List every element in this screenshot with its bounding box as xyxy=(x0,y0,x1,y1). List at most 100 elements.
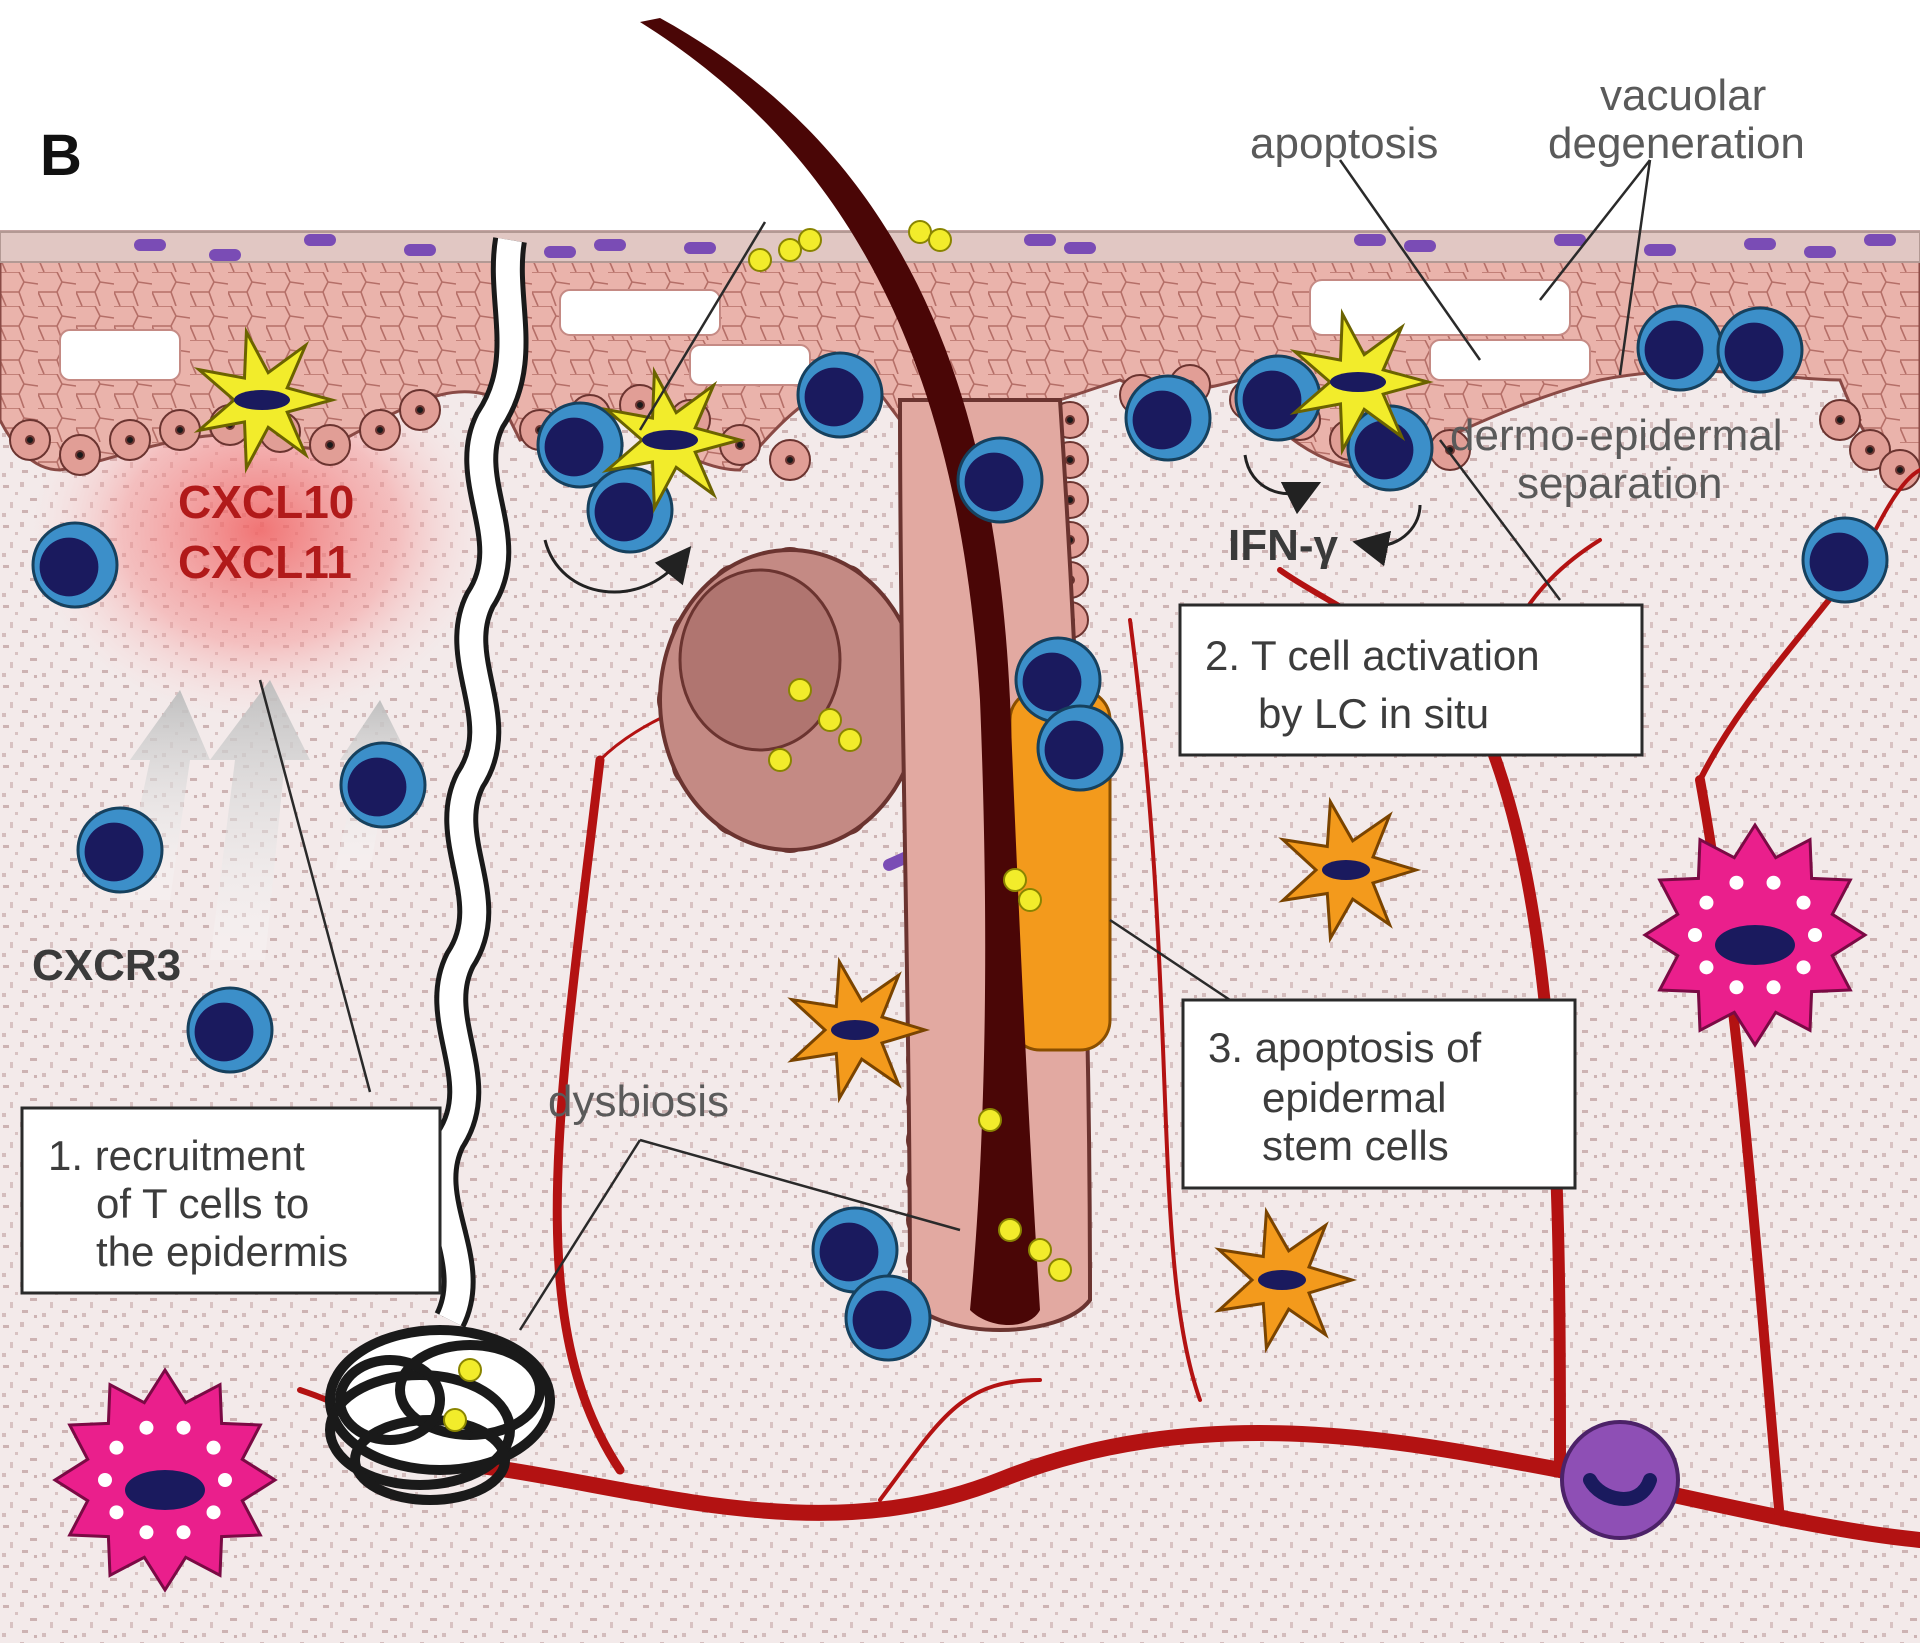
apoptotic-body xyxy=(443,1408,467,1432)
apoptotic-body xyxy=(768,748,792,772)
t-cell-nucleus xyxy=(1132,390,1192,450)
bacterium xyxy=(594,239,626,251)
mast-granule xyxy=(139,1420,154,1435)
mast-granule xyxy=(1688,928,1702,942)
basal-nucleus xyxy=(1865,445,1875,455)
sebaceous-gland xyxy=(658,548,922,852)
bacterium xyxy=(684,242,716,254)
mast-granule xyxy=(1699,960,1714,975)
mast-granule xyxy=(206,1440,221,1455)
t-cell-nucleus xyxy=(1724,322,1784,382)
dendritic-nucleus xyxy=(1258,1270,1306,1290)
mast-granule xyxy=(1729,875,1744,890)
bacterium xyxy=(1064,242,1096,254)
t-cell-nucleus xyxy=(347,757,407,817)
step-1-box: 1. recruitment of T cells to the epiderm… xyxy=(20,1106,442,1295)
label-cxcr3: CXCR3 xyxy=(32,941,181,990)
t-cell-nucleus xyxy=(1644,320,1704,380)
t-cell-nucleus xyxy=(964,452,1024,512)
t-cell-nucleus xyxy=(819,1222,879,1282)
apoptotic-body xyxy=(798,228,822,252)
mast-granule xyxy=(1766,875,1781,890)
label-ifn-gamma: IFN-γ xyxy=(1228,521,1339,570)
t-cells xyxy=(31,304,1889,1362)
bacterium xyxy=(304,234,336,246)
langerhans-nucleus xyxy=(642,430,698,450)
dendritic-nucleus xyxy=(1322,860,1370,880)
basal-nucleus xyxy=(375,425,385,435)
apoptotic-body xyxy=(1003,868,1027,892)
step-1-line-2: of T cells to xyxy=(96,1180,309,1227)
hair-shaft xyxy=(640,18,1040,1325)
basal-nucleus xyxy=(125,435,135,445)
apoptotic-body xyxy=(818,708,842,732)
mast-granule xyxy=(1729,980,1744,995)
stratum-corneum xyxy=(0,231,1920,263)
label-cxcl11: CXCL11 xyxy=(178,536,352,588)
step-1-line-1: 1. recruitment xyxy=(48,1132,305,1179)
label-dysbiosis: dysbiosis xyxy=(548,1077,729,1126)
step-3-line-2: epidermal xyxy=(1262,1074,1446,1121)
neutrophil xyxy=(1560,1420,1680,1540)
apoptotic-bodies xyxy=(443,220,1072,1432)
bacterium xyxy=(404,244,436,256)
dermal-dendritic-cells xyxy=(787,796,1422,1354)
apoptotic-body xyxy=(788,678,812,702)
t-cell-nucleus xyxy=(594,482,654,542)
step-3-box: 3. apoptosis of epidermal stem cells xyxy=(1181,998,1577,1190)
label-dermo-1: dermo-epidermal xyxy=(1450,411,1783,460)
mast-granule xyxy=(109,1440,124,1455)
basal-nucleus xyxy=(75,450,85,460)
basal-nucleus xyxy=(325,440,335,450)
bacterium xyxy=(1864,234,1896,246)
mast-granule xyxy=(1699,895,1714,910)
label-apoptosis: apoptosis xyxy=(1250,119,1438,168)
step-2-box: 2. T cell activation by LC in situ xyxy=(1178,603,1644,757)
label-cxcl10: CXCL10 xyxy=(178,476,354,528)
bacterium xyxy=(1744,238,1776,250)
bacterium xyxy=(1354,234,1386,246)
apoptotic-body xyxy=(908,220,932,244)
mast-nucleus xyxy=(125,1470,205,1510)
apoptotic-body xyxy=(748,248,772,272)
panel-letter: B xyxy=(40,123,82,188)
mast-granule xyxy=(218,1473,232,1487)
mast-granule xyxy=(1796,960,1811,975)
basal-nucleus xyxy=(415,405,425,415)
apoptotic-body xyxy=(978,1108,1002,1132)
langerhans-nucleus xyxy=(1330,372,1386,392)
leader-lines xyxy=(258,159,1652,1331)
t-cell-nucleus xyxy=(852,1290,912,1350)
t-cell-nucleus xyxy=(544,417,604,477)
top-margin xyxy=(0,0,1920,232)
mast-granule xyxy=(176,1420,191,1435)
apoptotic-body xyxy=(1028,1238,1052,1262)
t-cell-nucleus xyxy=(194,1002,254,1062)
step-3-line-1: 3. apoptosis of xyxy=(1208,1024,1482,1071)
sweat-gland xyxy=(325,1325,555,1505)
bacterium xyxy=(1404,240,1436,252)
t-cell-nucleus xyxy=(39,537,99,597)
mast-granule xyxy=(98,1473,112,1487)
apoptotic-body xyxy=(458,1358,482,1382)
apoptotic-body xyxy=(1048,1258,1072,1282)
bacterium xyxy=(1554,234,1586,246)
activation-arrows xyxy=(543,454,1422,594)
bacterium xyxy=(544,246,576,258)
apoptotic-body xyxy=(778,238,802,262)
mast-nucleus xyxy=(1715,925,1795,965)
basal-nucleus xyxy=(635,400,645,410)
apoptotic-body xyxy=(928,228,952,252)
bacterium xyxy=(1644,244,1676,256)
basal-nucleus xyxy=(785,455,795,465)
mast-granule xyxy=(206,1505,221,1520)
bacterium xyxy=(209,249,241,261)
mast-granule xyxy=(176,1525,191,1540)
apoptotic-body xyxy=(998,1218,1022,1242)
t-cell-nucleus xyxy=(1354,420,1414,480)
label-dermo-2: separation xyxy=(1517,459,1722,508)
t-cell-nucleus xyxy=(1242,370,1302,430)
sweat-duct-lumen xyxy=(429,238,524,1326)
t-cell-nucleus xyxy=(84,822,144,882)
step-3-line-3: stem cells xyxy=(1262,1122,1449,1169)
